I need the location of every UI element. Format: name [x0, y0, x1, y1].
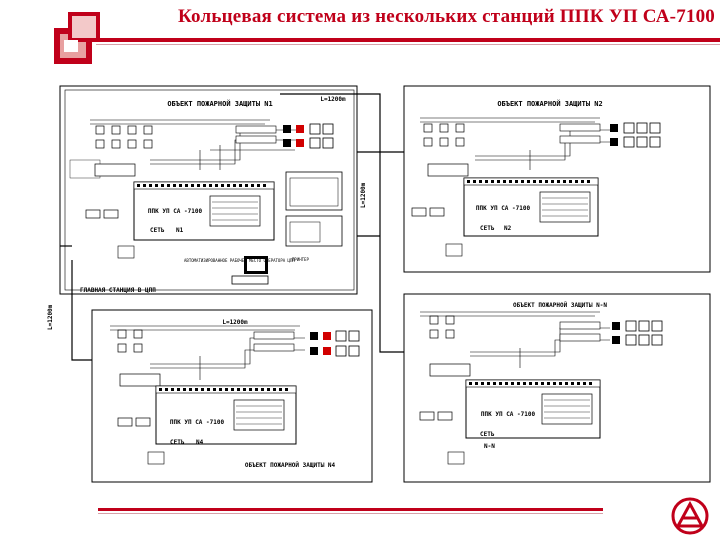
panel4-net-label: СЕТЬ — [480, 431, 495, 438]
panel1-printer-label: ПРИНТЕР — [292, 257, 309, 262]
panel1-header: ОБЪЕКТ ПОЖАРНОЙ ЗАЩИТЫ N1 — [167, 99, 272, 108]
panel1-computer — [231, 256, 269, 285]
panel-object-1: ОБЪЕКТ ПОЖАРНОЙ ЗАЩИТЫ N1 L=1200m — [59, 85, 358, 295]
panel-object-n: ОБЪЕКТ ПОЖАРНОЙ ЗАЩИТЫ N-N — [403, 293, 711, 483]
logo-emblem — [54, 12, 100, 64]
slide-title: Кольцевая система из нескольких станций … — [178, 6, 715, 27]
panel4-net-number: N-N — [484, 443, 495, 450]
panel1-control-unit: ППК УП СА -7100 СЕТЬ N1 — [133, 181, 275, 241]
panel3-net-number: N4 — [196, 439, 204, 446]
panel3-control-unit: ППК УП СА -7100 СЕТЬ N4 — [155, 385, 297, 446]
panel1-net-label: СЕТЬ — [150, 227, 165, 234]
panel2-unit-label: ППК УП СА -7100 — [476, 205, 531, 212]
title-underline — [96, 38, 720, 42]
panel3-line-length: L=1200m — [222, 319, 248, 326]
panel2-net-number: N2 — [504, 225, 512, 232]
panel3-indicator-group — [310, 330, 360, 357]
title-underline-thin — [96, 44, 720, 45]
panel1-line-length: L=1200m — [320, 96, 346, 103]
panel1-unit-label: ППК УП СА -7100 — [148, 208, 203, 215]
panel2-line-length: L=1200m — [360, 182, 367, 208]
panel1-indicator-group — [283, 123, 334, 149]
company-logo — [671, 497, 709, 535]
panel3-net-label: СЕТЬ — [170, 439, 185, 446]
panel-object-2: ОБЪЕКТ ПОЖАРНОЙ ЗАЩИТЫ N2 — [403, 85, 711, 273]
panel1-net-number: N1 — [176, 227, 184, 234]
panel1-footer: ГЛАВНАЯ СТАНЦИЯ В ЦПП — [80, 287, 156, 294]
panel4-unit-label: ППК УП СА -7100 — [481, 411, 536, 418]
panel3-header: ОБЪЕКТ ПОЖАРНОЙ ЗАЩИТЫ N4 — [245, 461, 336, 469]
panel2-control-unit: ППК УП СА -7100 СЕТЬ N2 — [463, 177, 599, 237]
panel-object-4: L=1200m — [91, 309, 373, 483]
footer-rule-thin — [98, 513, 603, 514]
panel1-workstation-label: АВТОМАТИЗИРОВАННОЕ РАБОЧЕЕ МЕСТО ОПЕРАТО… — [184, 258, 295, 263]
panel2-net-label: СЕТЬ — [480, 225, 495, 232]
panel4-header: ОБЪЕКТ ПОЖАРНОЙ ЗАЩИТЫ N-N — [513, 301, 607, 309]
panel4-control-unit: ППК УП СА -7100 СЕТЬ N-N — [465, 379, 601, 450]
panel2-header: ОБЪЕКТ ПОЖАРНОЙ ЗАЩИТЫ N2 — [497, 99, 602, 108]
ring-network-lines — [60, 93, 404, 361]
left-line-length: L=1200m — [47, 304, 54, 330]
panel4-indicator-group — [612, 320, 663, 346]
panel3-unit-label: ППК УП СА -7100 — [170, 419, 225, 426]
footer-rule — [98, 508, 603, 511]
panel2-indicator-group — [610, 122, 661, 148]
